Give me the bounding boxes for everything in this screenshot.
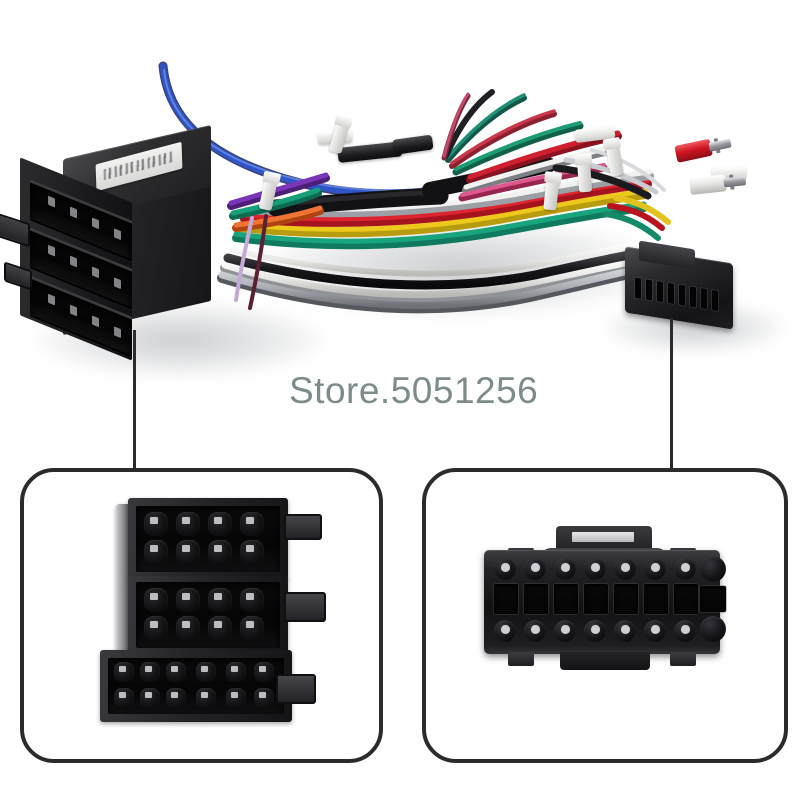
- plug-foot-ear-right: [670, 652, 696, 666]
- iso-latch-ear: [284, 514, 322, 540]
- plug-foot-ear-left: [508, 652, 534, 666]
- leader-line-left: [133, 330, 136, 470]
- iso-latch-ear: [276, 674, 316, 704]
- zip-tie: [574, 153, 593, 193]
- store-watermark: Store.5051256: [289, 370, 539, 411]
- plug-foot: [560, 652, 650, 670]
- callout-plug-face: [422, 468, 788, 763]
- iso-chamber-a-cavity: [136, 506, 280, 572]
- iso-chamber-c-cavity: [108, 658, 284, 714]
- hero-photo: Store.5051256: [0, 61, 790, 411]
- iso-latch-ear: [284, 592, 326, 622]
- plug-shell: [484, 550, 726, 654]
- iso-connector: [0, 124, 233, 361]
- iso-front-face-detail: [100, 496, 326, 722]
- iso-chamber-b-cavity: [136, 582, 280, 648]
- radio-plug-16pin: [625, 240, 743, 333]
- callout-iso-face: [20, 468, 383, 763]
- plug-front-face-detail: [484, 526, 726, 676]
- leader-line-right: [670, 318, 673, 470]
